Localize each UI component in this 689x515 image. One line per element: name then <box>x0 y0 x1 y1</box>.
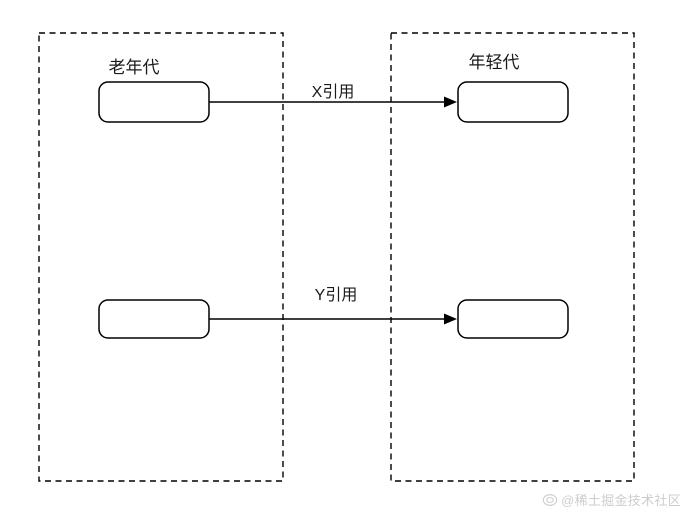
region-young-generation-border <box>390 32 635 482</box>
region-old-generation-label: 老年代 <box>109 58 160 77</box>
node-old-object-x[interactable] <box>98 81 210 123</box>
node-old-object-y[interactable] <box>98 299 210 339</box>
node-young-object-x[interactable] <box>457 81 569 123</box>
edge-x-arrowhead-icon <box>444 96 457 108</box>
region-young-generation: 年轻代 <box>390 32 635 482</box>
edge-x-reference[interactable]: X引用 <box>209 83 457 108</box>
edge-y-arrowhead-icon <box>444 313 457 325</box>
region-old-generation-border <box>38 32 284 482</box>
region-old-generation: 老年代 <box>38 32 284 482</box>
region-young-generation-label: 年轻代 <box>469 53 520 72</box>
edge-y-label: Y引用 <box>315 286 358 304</box>
edge-x-label: X引用 <box>312 83 355 101</box>
node-young-object-y[interactable] <box>457 299 569 339</box>
edge-y-reference[interactable]: Y引用 <box>209 286 457 325</box>
